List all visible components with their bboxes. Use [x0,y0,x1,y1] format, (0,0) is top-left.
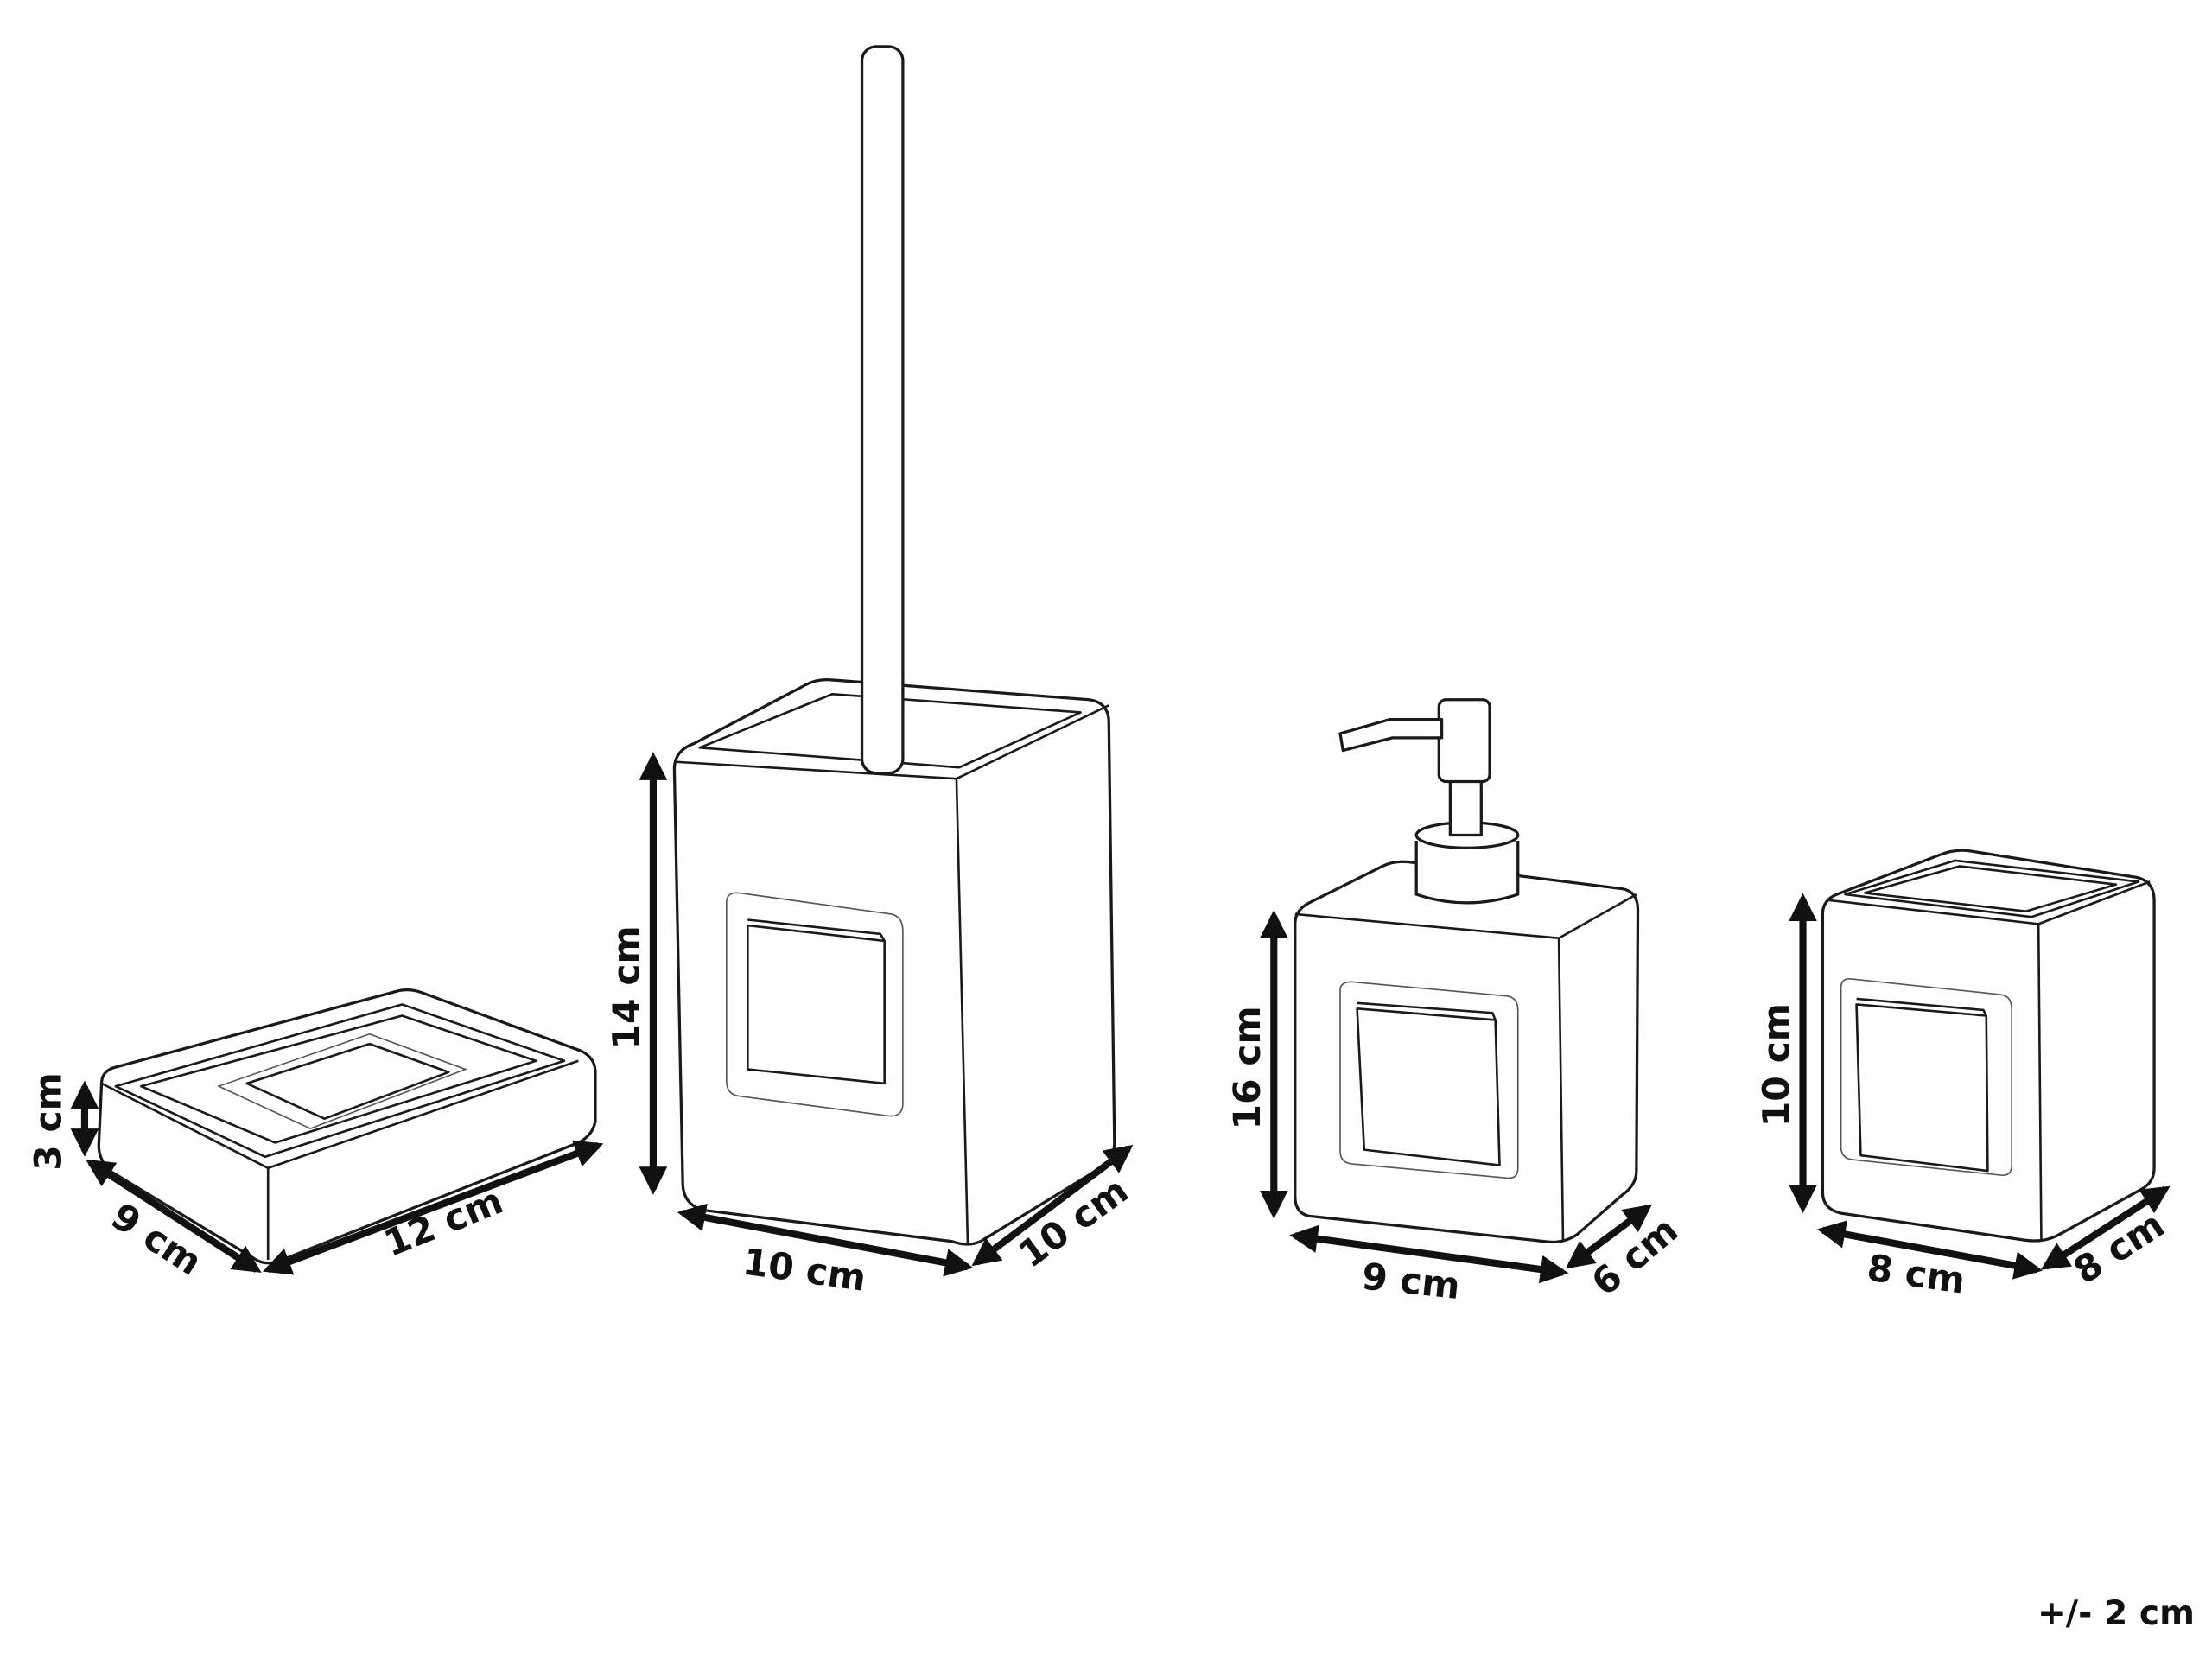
tolerance-note: +/- 2 cm [2037,1594,2195,1633]
tumbler-depth-arrow [2040,1185,2171,1270]
tumbler-height-label: 10 cm [1756,1003,1798,1127]
dispenser-depth-label: 6 cm [1584,1209,1687,1305]
dispenser-height-label: 16 cm [1227,1006,1269,1129]
dispenser-depth-arrow [1565,1204,1653,1269]
toilet-brush-holder: 14 cm 10 cm 10 cm [607,45,1136,1300]
dispenser-width-arrow [1289,1224,1569,1284]
holder-depth-arrow [971,1145,1134,1267]
dispenser-width-label: 9 cm [1360,1255,1462,1308]
tumbler-width-arrow [1816,1220,2043,1280]
soap-dispenser: 16 cm 9 cm 6 cm [1227,698,1687,1308]
tumbler: 10 cm 8 cm 8 cm [1756,849,2172,1303]
holder-width-label: 10 cm [741,1241,869,1300]
dish-depth-arrow [85,1159,262,1273]
holder-height-label: 14 cm [607,925,649,1049]
dish-width-arrow [263,1140,604,1275]
dish-height-label: 3 cm [28,1072,70,1171]
soap-dish: 3 cm 9 cm 12 cm [28,988,604,1285]
holder-width-arrow [677,1203,974,1277]
